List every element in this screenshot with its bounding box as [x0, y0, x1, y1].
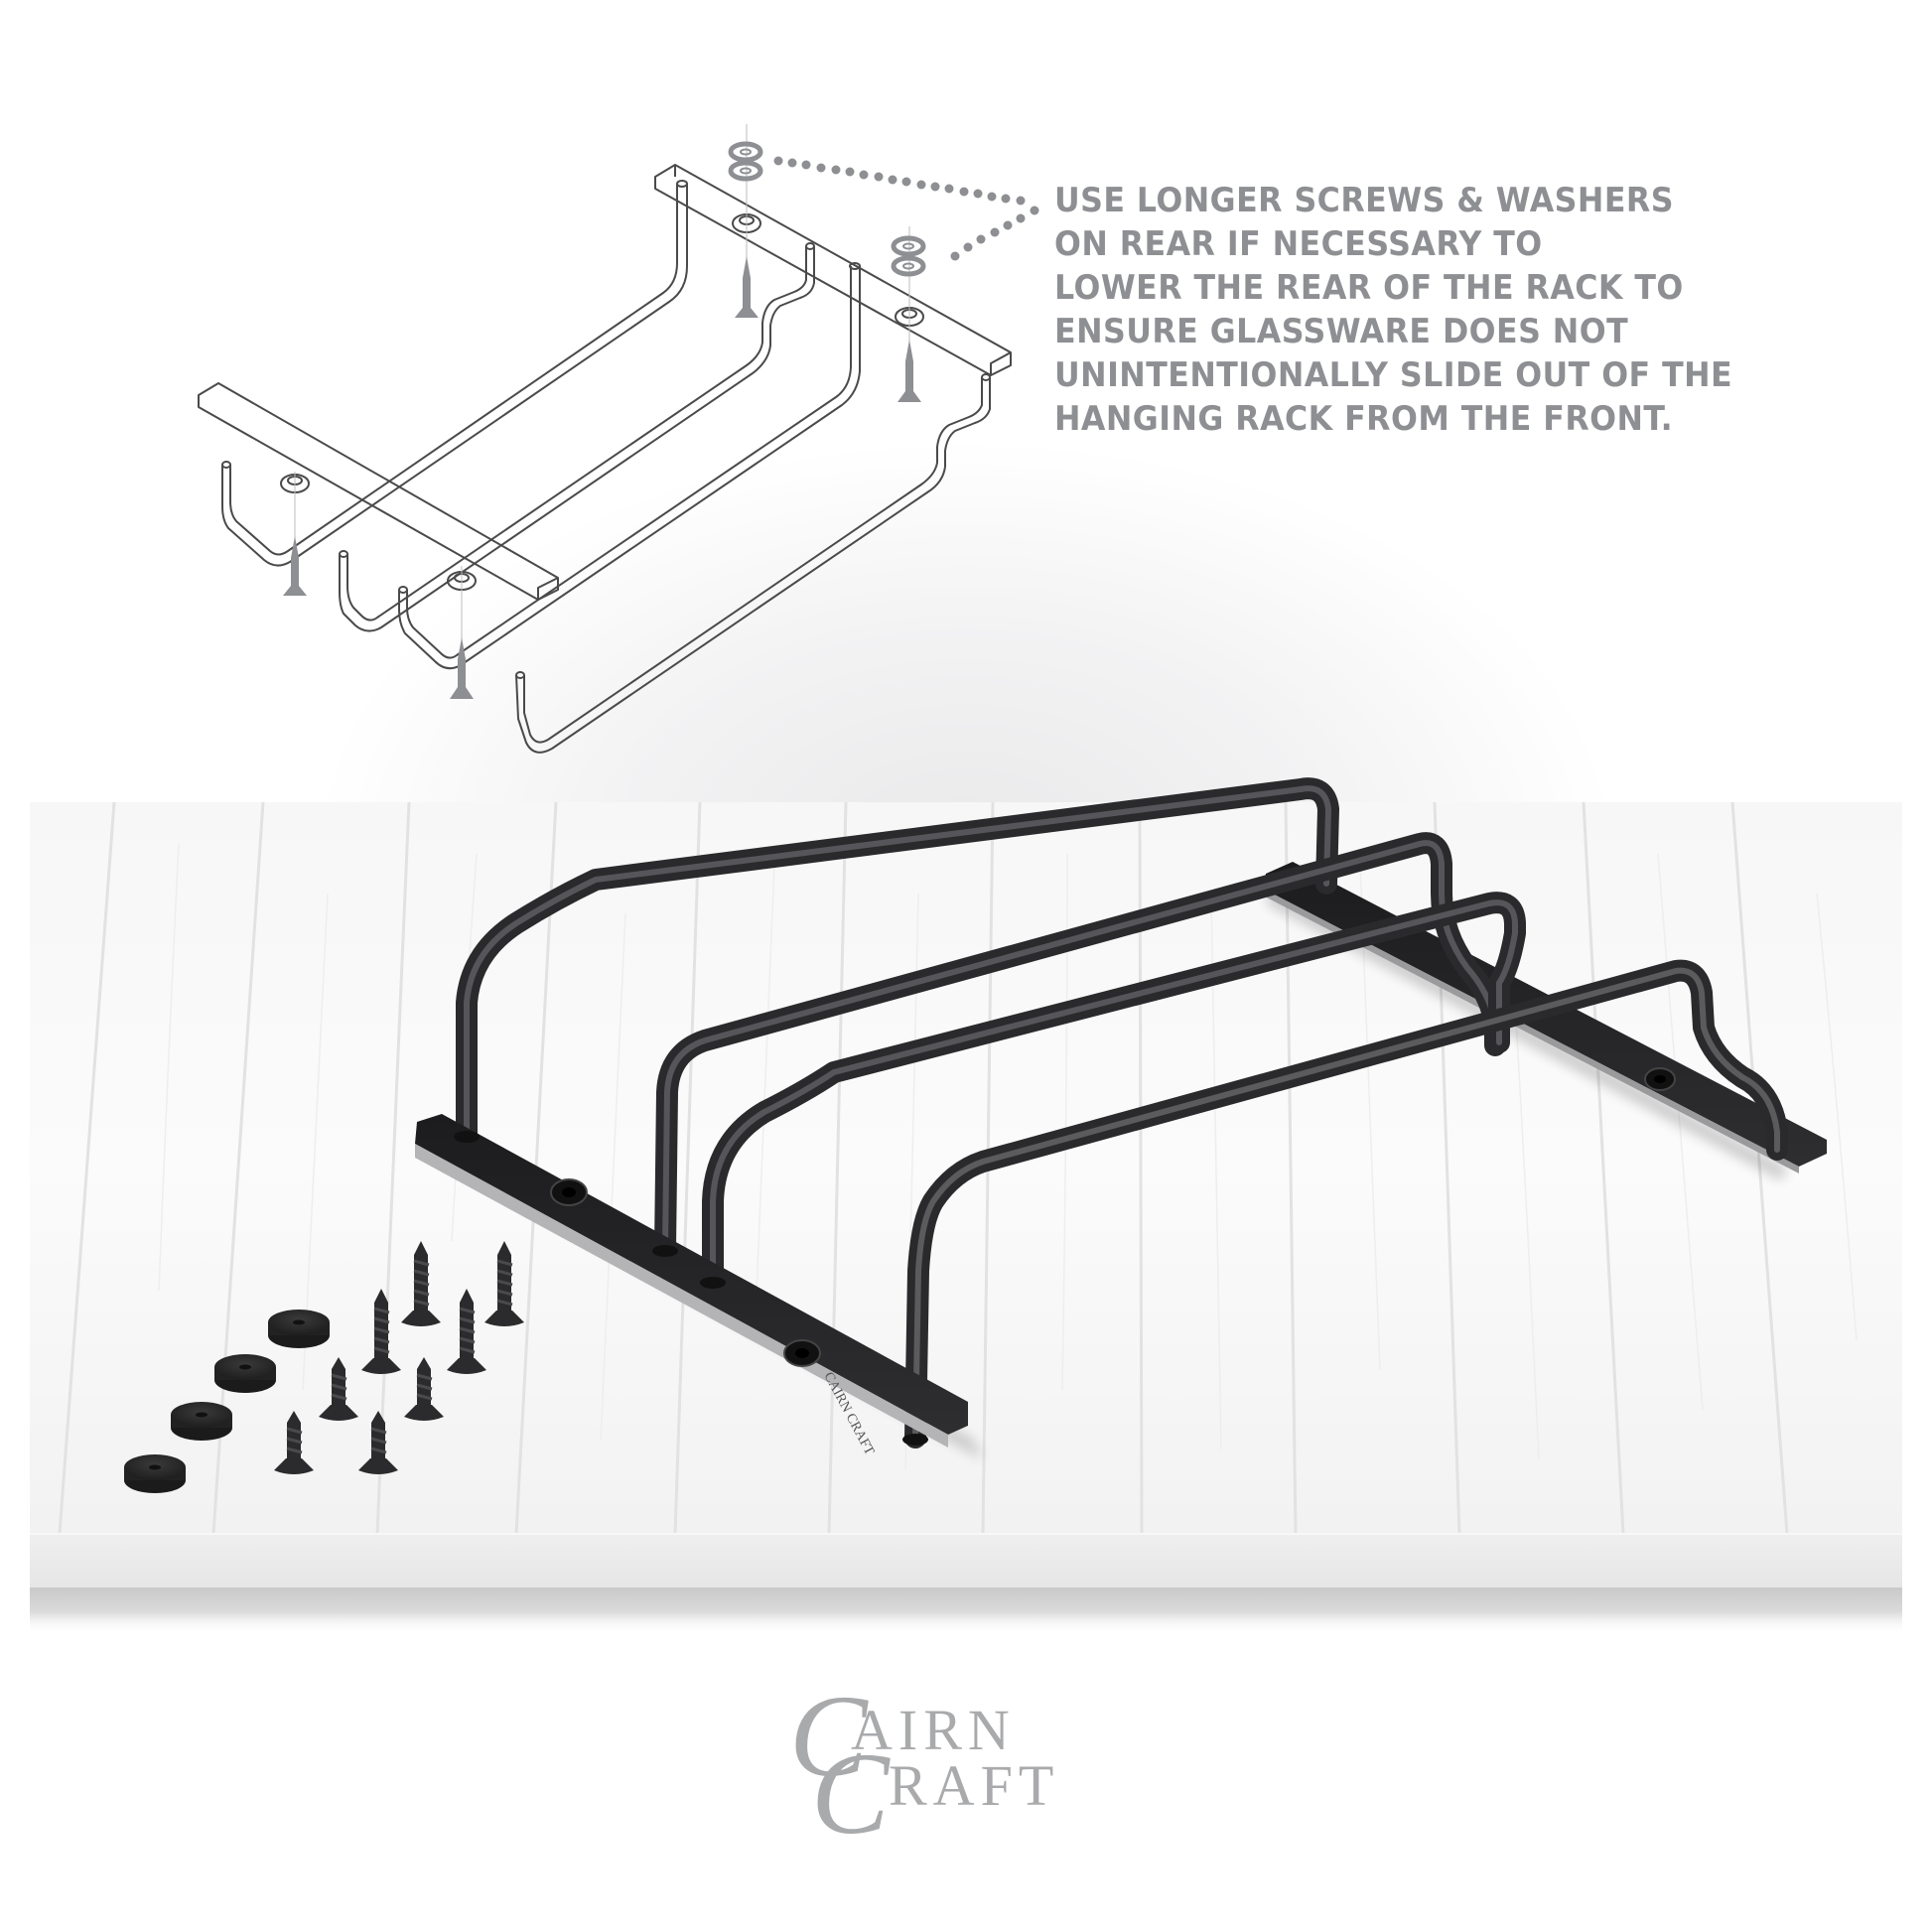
wood-board: [30, 801, 1902, 1635]
installation-callout: USE LONGER SCREWS & WASHERS ON REAR IF N…: [1054, 179, 1793, 441]
hardware-set: [124, 1241, 524, 1493]
brand-logo: C AIRN C RAFT: [789, 1671, 1117, 1853]
logo-word-2: RAFT: [889, 1753, 1060, 1818]
guide-lines: [294, 124, 910, 685]
callout-line-5: UNINTENTIONALLY SLIDE OUT OF THE: [1054, 355, 1733, 395]
callout-line-6: HANGING RACK FROM THE FRONT.: [1054, 399, 1674, 439]
callout-dots: [773, 156, 1039, 261]
callout-line-3: LOWER THE REAR OF THE RACK TO: [1054, 268, 1684, 308]
diagram-hardware: [283, 141, 926, 699]
callout-line-2: ON REAR IF NECESSARY TO: [1054, 224, 1543, 264]
rack-photo: CAIRN CRAFT: [415, 777, 1827, 1459]
callout-line-1: USE LONGER SCREWS & WASHERS: [1054, 181, 1674, 220]
washers: [124, 1310, 330, 1493]
logo-word-1: AIRN: [851, 1698, 1016, 1762]
screws: [274, 1241, 524, 1474]
logo-initial-2: C: [811, 1728, 890, 1859]
callout-line-4: ENSURE GLASSWARE DOES NOT: [1054, 312, 1629, 351]
logo-initial-1: C: [789, 1671, 868, 1801]
assembly-diagram: [198, 164, 1012, 754]
